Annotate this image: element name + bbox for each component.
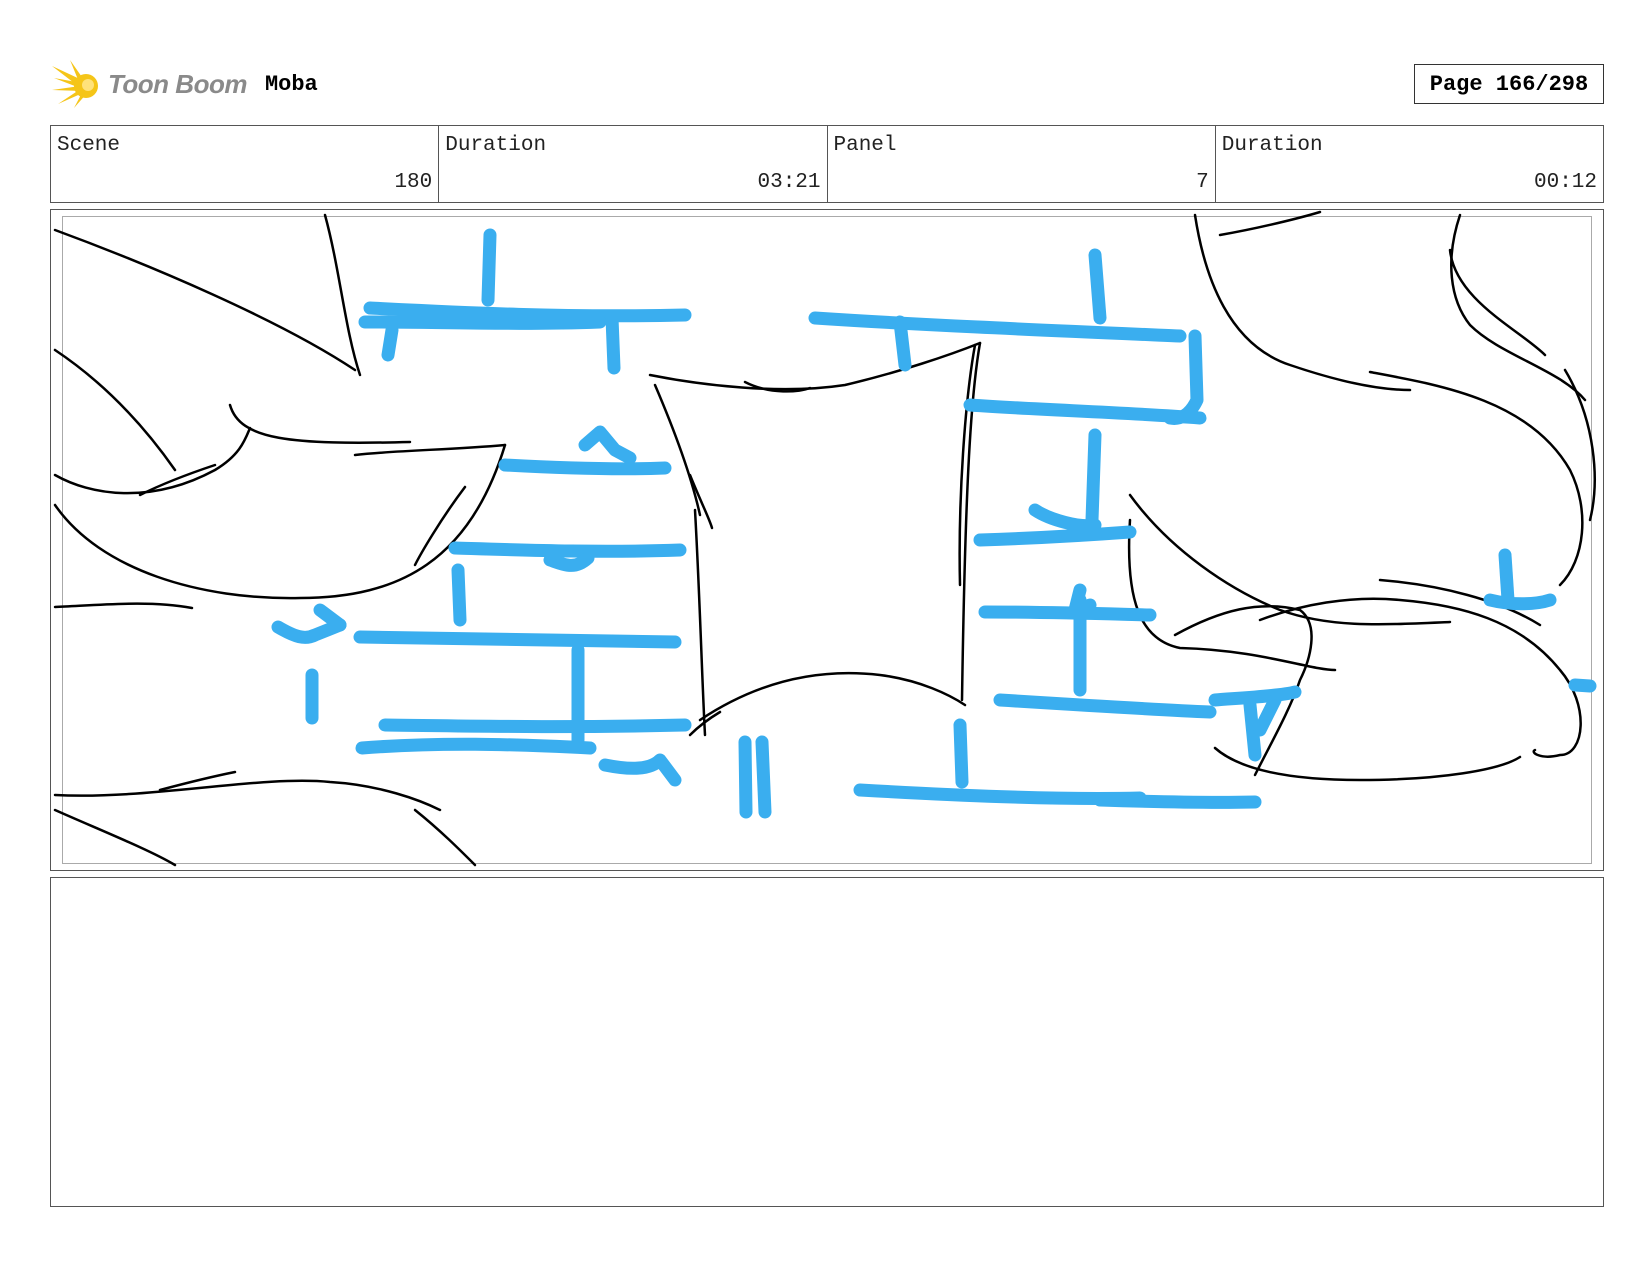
brand-name: Toon Boom [108, 68, 247, 99]
starburst-icon [52, 60, 98, 108]
scene-cell: Scene 180 [51, 126, 440, 202]
panel-label: Panel [833, 134, 897, 157]
sketch-blue-strokes [271, 228, 1597, 819]
notes-box [50, 877, 1604, 1207]
scene-duration-cell: Duration 03:21 [439, 126, 828, 202]
panel-duration-cell: Duration 00:12 [1216, 126, 1603, 202]
scene-label: Scene [57, 134, 121, 157]
panel-frame [50, 209, 1604, 871]
storyboard-sketch [53, 210, 1597, 867]
scene-duration-label: Duration [445, 134, 547, 157]
page-indicator: Page 166/298 [1414, 64, 1604, 104]
scene-value: 180 [394, 171, 433, 194]
panel-duration-value: 00:12 [1533, 171, 1597, 194]
scene-duration-value: 03:21 [757, 171, 821, 194]
panel-cell: Panel 7 [828, 126, 1216, 202]
panel-value: 7 [1196, 171, 1209, 194]
project-name: Moba [264, 71, 318, 97]
sketch-black-lines [53, 210, 1596, 867]
panel-safe-area [62, 216, 1592, 864]
scene-info-table: Scene 180 Duration 03:21 Panel 7 Duratio… [50, 125, 1604, 203]
panel-duration-label: Duration [1221, 134, 1323, 157]
toon-boom-logo: Toon Boom Moba [52, 58, 318, 110]
